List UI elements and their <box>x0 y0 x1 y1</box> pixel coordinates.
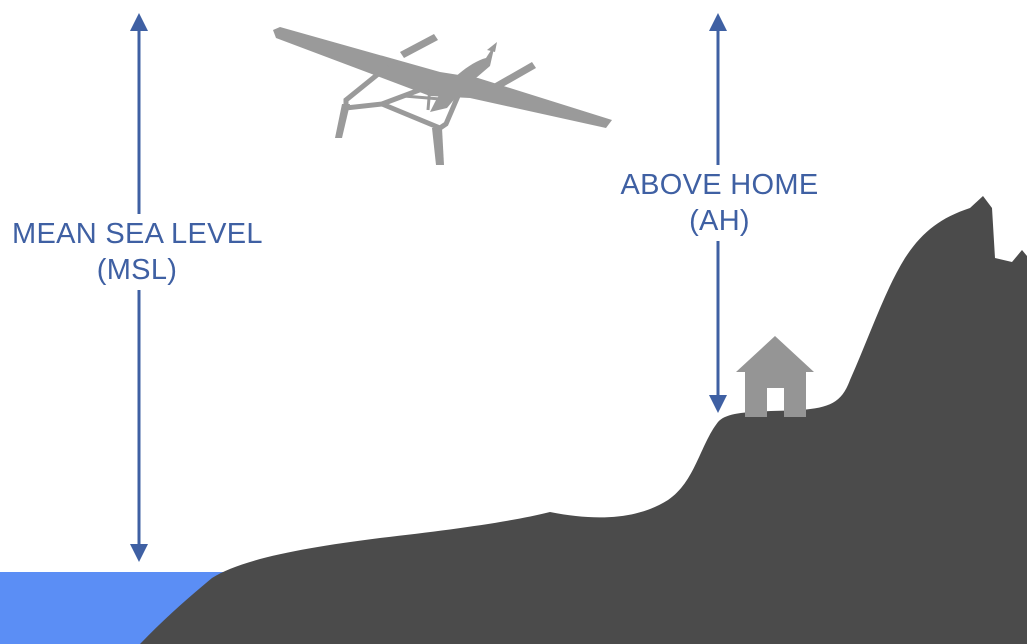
home-icon <box>736 336 814 417</box>
terrain-hillside <box>140 196 1027 644</box>
msl-label-line1: MEAN SEA LEVEL <box>12 218 263 250</box>
msl-label-line2: (MSL) <box>96 254 178 286</box>
ah-label-line1: ABOVE HOME <box>620 169 819 201</box>
vtol-drone-icon <box>273 27 612 165</box>
msl-label: MEAN SEA LEVEL (MSL) <box>12 214 263 290</box>
ah-label: ABOVE HOME (AH) <box>612 165 827 241</box>
ah-label-line2: (AH) <box>689 205 750 237</box>
